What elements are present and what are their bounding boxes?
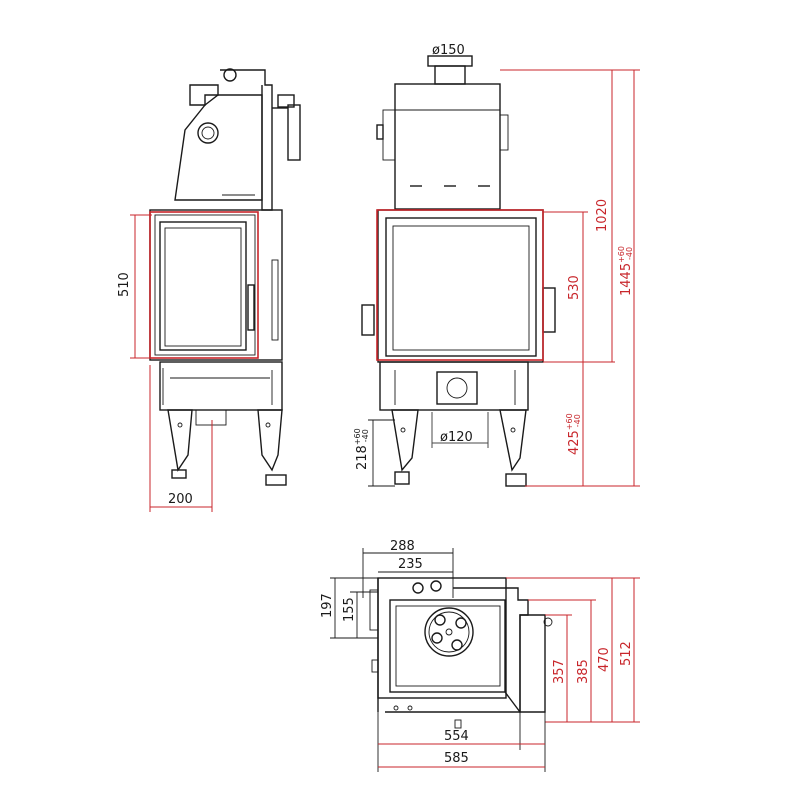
leg-height-tol-plus: +60: [353, 428, 362, 445]
side-glass-height-label: 510: [117, 272, 132, 297]
leg-height-tol-minus: -40: [361, 429, 370, 442]
leg-height-value: 218: [355, 445, 370, 470]
front-glass-height-label: 530: [567, 275, 582, 300]
top-view: 288 235 197 155 357 385 470 512 554 585: [320, 539, 640, 772]
front-view: ø150 ø120: [353, 43, 640, 487]
base-height-tol-plus: +60: [565, 413, 574, 430]
base-height-value: 425: [567, 430, 582, 455]
installed-height-tol-minus: -40: [625, 247, 634, 260]
installed-height-label: 1445+60-40: [617, 246, 634, 296]
side-view: 510 200: [117, 68, 301, 512]
flue-diameter-label: ø150: [432, 43, 465, 58]
top-width-235-label: 235: [398, 557, 423, 572]
top-depth-155-label: 155: [342, 597, 357, 622]
top-depth-470-label: 470: [597, 647, 612, 672]
air-inlet-diameter-label: ø120: [440, 430, 473, 445]
total-height-label: 1020: [595, 199, 610, 232]
top-depth-357-label: 357: [552, 659, 567, 684]
top-depth-197-label: 197: [320, 593, 335, 618]
installed-height-tol-plus: +60: [617, 246, 626, 263]
installed-height-value: 1445: [619, 263, 634, 296]
side-depth-label: 200: [168, 492, 193, 507]
top-width-585-label: 585: [444, 751, 469, 766]
top-depth-512-label: 512: [619, 641, 634, 666]
leg-height-label: 218+60-40: [353, 428, 370, 470]
top-depth-385-label: 385: [576, 659, 591, 684]
base-height-tol-minus: -40: [573, 414, 582, 427]
top-width-288-label: 288: [390, 539, 415, 554]
top-width-554-label: 554: [444, 729, 469, 744]
base-height-label: 425+60-40: [565, 413, 582, 455]
